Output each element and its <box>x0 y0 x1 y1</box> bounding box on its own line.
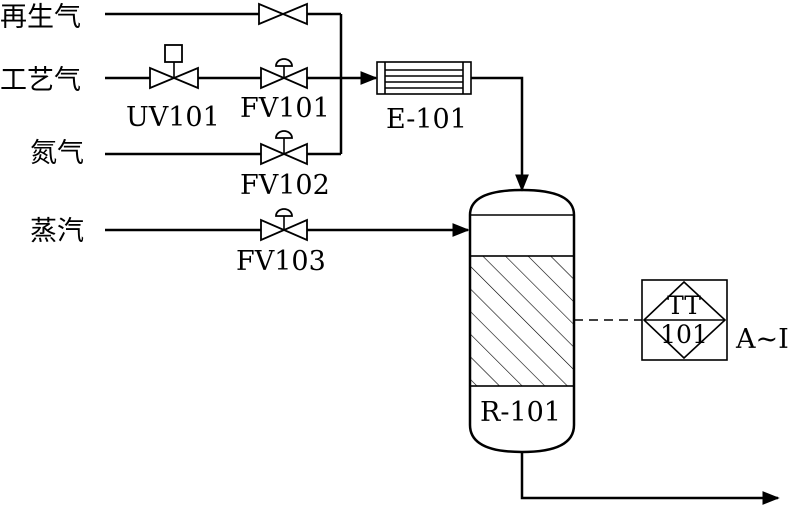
label-nitrogen: 氮气 <box>30 138 84 169</box>
reactor-outlet-pipe <box>520 452 780 505</box>
nitrogen-line <box>105 130 341 166</box>
tt-number: 101 <box>660 320 708 349</box>
uv101-valve[interactable] <box>149 44 199 90</box>
tt-range-label: A~I <box>735 324 789 355</box>
fv102-valve[interactable] <box>260 130 308 166</box>
process-gas-line <box>105 44 378 90</box>
reactor-r101[interactable] <box>468 188 576 454</box>
catalyst-bed <box>469 255 575 387</box>
uv101-tag: UV101 <box>126 102 220 133</box>
regen-gas-line <box>105 2 341 26</box>
heat-exchanger-e101[interactable] <box>376 61 472 95</box>
regen-gas-valve[interactable] <box>258 2 308 26</box>
label-process-gas: 工艺气 <box>0 65 81 96</box>
fv103-valve[interactable] <box>260 208 308 242</box>
label-regen-gas: 再生气 <box>0 2 81 33</box>
label-steam: 蒸汽 <box>30 216 84 247</box>
tt-type: TT <box>667 291 701 320</box>
fv102-tag: FV102 <box>240 170 330 201</box>
temperature-transmitter-tt101[interactable] <box>641 279 728 361</box>
exchanger-outlet-pipe <box>471 76 529 192</box>
steam-line <box>105 208 470 242</box>
exchanger-tag: E-101 <box>386 104 467 135</box>
fv101-tag: FV101 <box>240 93 330 124</box>
fv103-tag: FV103 <box>236 246 326 277</box>
reactor-tag: R-101 <box>480 397 561 428</box>
fv101-valve[interactable] <box>260 58 308 90</box>
